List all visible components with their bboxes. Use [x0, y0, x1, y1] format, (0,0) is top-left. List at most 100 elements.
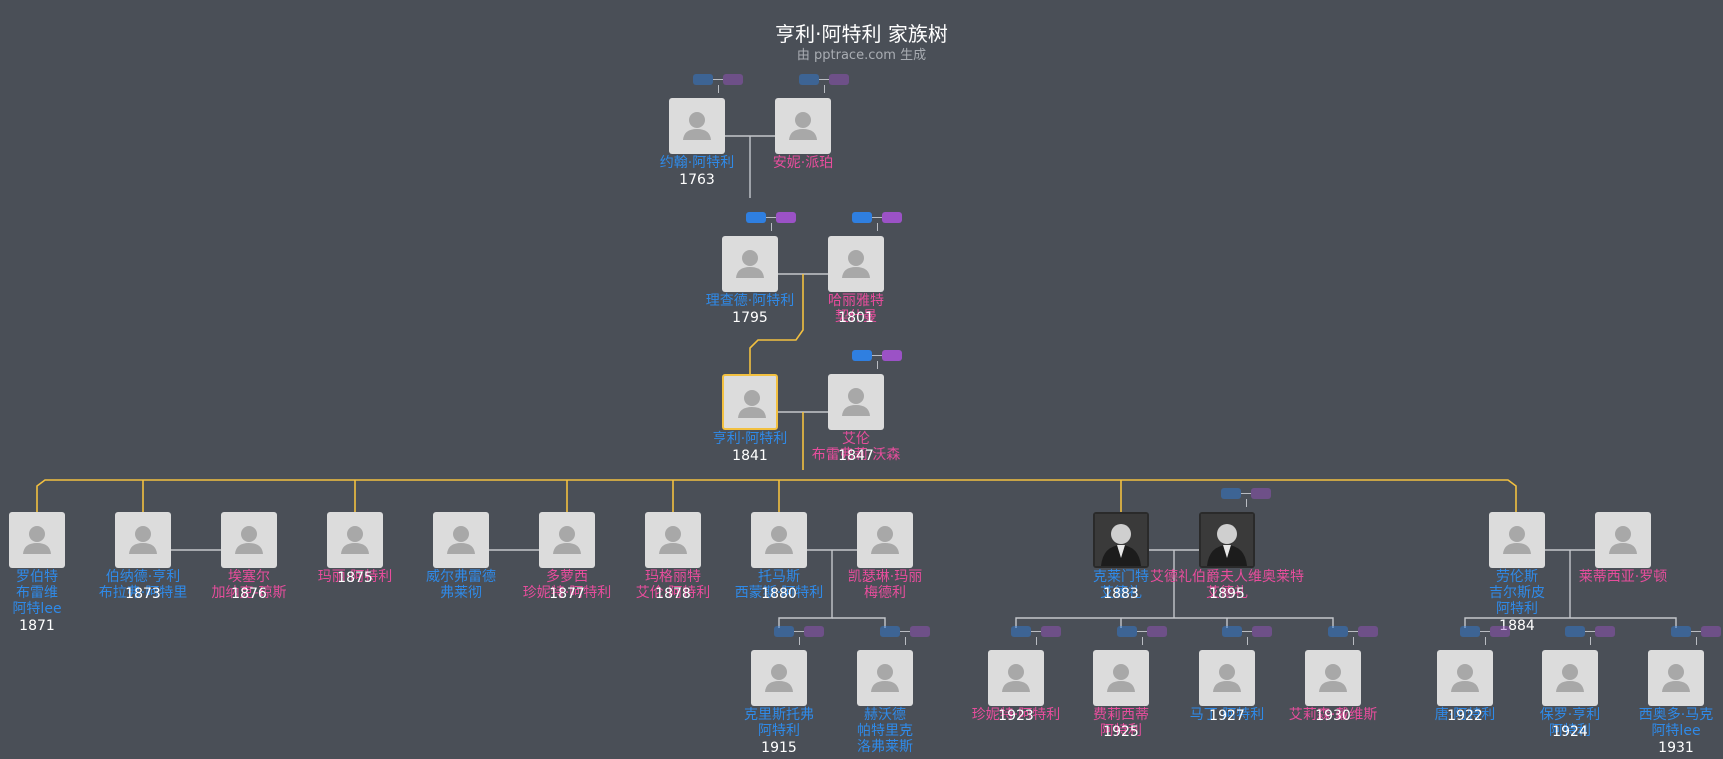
- avatar-icon[interactable]: [645, 512, 701, 568]
- father-pill-icon[interactable]: [1671, 626, 1691, 637]
- mother-pill-icon[interactable]: [882, 350, 902, 361]
- mother-pill-icon[interactable]: [1251, 488, 1271, 499]
- mother-pill-icon[interactable]: [776, 212, 796, 223]
- person-card-howard[interactable]: 赫沃德 帕特里克 洛弗莱斯: [857, 650, 913, 755]
- father-pill-icon[interactable]: [880, 626, 900, 637]
- father-pill-icon[interactable]: [852, 212, 872, 223]
- avatar-icon[interactable]: [828, 374, 884, 430]
- avatar-icon[interactable]: [1595, 512, 1651, 568]
- parents-toggle[interactable]: [1565, 626, 1617, 645]
- mother-pill-icon[interactable]: [1595, 626, 1615, 637]
- avatar-icon[interactable]: [1199, 650, 1255, 706]
- avatar-icon[interactable]: [433, 512, 489, 568]
- father-pill-icon[interactable]: [1460, 626, 1480, 637]
- parents-toggle[interactable]: [1671, 626, 1723, 645]
- parents-toggle[interactable]: [852, 212, 904, 231]
- person-card-kathleen[interactable]: 凯瑟琳·玛丽 梅德利: [848, 512, 922, 601]
- avatar-icon[interactable]: [327, 512, 383, 568]
- mother-pill-icon[interactable]: [910, 626, 930, 637]
- avatar-icon[interactable]: [669, 98, 725, 154]
- father-pill-icon[interactable]: [1222, 626, 1242, 637]
- avatar-icon[interactable]: [988, 650, 1044, 706]
- mother-pill-icon[interactable]: [804, 626, 824, 637]
- mother-pill-icon[interactable]: [882, 212, 902, 223]
- parents-toggle[interactable]: [1460, 626, 1512, 645]
- avatar-icon[interactable]: [775, 98, 831, 154]
- parents-toggle[interactable]: [1117, 626, 1169, 645]
- avatar-icon[interactable]: [1437, 650, 1493, 706]
- avatar-icon[interactable]: [857, 650, 913, 706]
- parents-toggle[interactable]: [1222, 626, 1274, 645]
- avatar-icon[interactable]: [1489, 512, 1545, 568]
- father-pill-icon[interactable]: [799, 74, 819, 85]
- person-card-anne[interactable]: 安妮·派珀: [773, 98, 833, 171]
- father-pill-icon[interactable]: [774, 626, 794, 637]
- mother-pill-icon[interactable]: [723, 74, 743, 85]
- parents-toggle[interactable]: [746, 212, 798, 231]
- father-pill-icon[interactable]: [1011, 626, 1031, 637]
- person-card-wilfred[interactable]: 威尔弗雷德 弗莱彻: [426, 512, 496, 601]
- parents-toggle[interactable]: [1011, 626, 1063, 645]
- avatar-icon[interactable]: [1648, 650, 1704, 706]
- parents-toggle[interactable]: [693, 74, 745, 93]
- mother-pill-icon[interactable]: [1701, 626, 1721, 637]
- portrait-photo[interactable]: [1199, 512, 1255, 568]
- parents-toggle[interactable]: [774, 626, 826, 645]
- father-pill-icon[interactable]: [852, 350, 872, 361]
- avatar-icon[interactable]: [539, 512, 595, 568]
- parents-toggle[interactable]: [852, 350, 904, 369]
- mother-pill-icon[interactable]: [1252, 626, 1272, 637]
- parents-toggle[interactable]: [1221, 488, 1273, 507]
- avatar-icon[interactable]: [751, 512, 807, 568]
- avatar-icon[interactable]: [115, 512, 171, 568]
- avatar-icon[interactable]: [722, 374, 778, 430]
- father-pill-icon[interactable]: [1565, 626, 1585, 637]
- parents-toggle[interactable]: [1328, 626, 1380, 645]
- avatar-icon[interactable]: [1305, 650, 1361, 706]
- parents-toggle[interactable]: [799, 74, 851, 93]
- father-pill-icon[interactable]: [1328, 626, 1348, 637]
- avatar-icon[interactable]: [857, 512, 913, 568]
- portrait-photo[interactable]: [1093, 512, 1149, 568]
- mother-pill-icon[interactable]: [1147, 626, 1167, 637]
- mother-pill-icon[interactable]: [829, 74, 849, 85]
- parents-toggle[interactable]: [880, 626, 932, 645]
- avatar-icon[interactable]: [9, 512, 65, 568]
- avatar-icon[interactable]: [1093, 650, 1149, 706]
- father-pill-icon[interactable]: [746, 212, 766, 223]
- mother-pill-icon[interactable]: [1358, 626, 1378, 637]
- avatar-icon[interactable]: [221, 512, 277, 568]
- avatar-icon[interactable]: [751, 650, 807, 706]
- avatar-icon[interactable]: [722, 236, 778, 292]
- mother-pill-icon[interactable]: [1490, 626, 1510, 637]
- father-pill-icon[interactable]: [693, 74, 713, 85]
- mother-pill-icon[interactable]: [1041, 626, 1061, 637]
- avatar-icon[interactable]: [1542, 650, 1598, 706]
- father-pill-icon[interactable]: [1117, 626, 1137, 637]
- avatar-icon[interactable]: [828, 236, 884, 292]
- father-pill-icon[interactable]: [1221, 488, 1241, 499]
